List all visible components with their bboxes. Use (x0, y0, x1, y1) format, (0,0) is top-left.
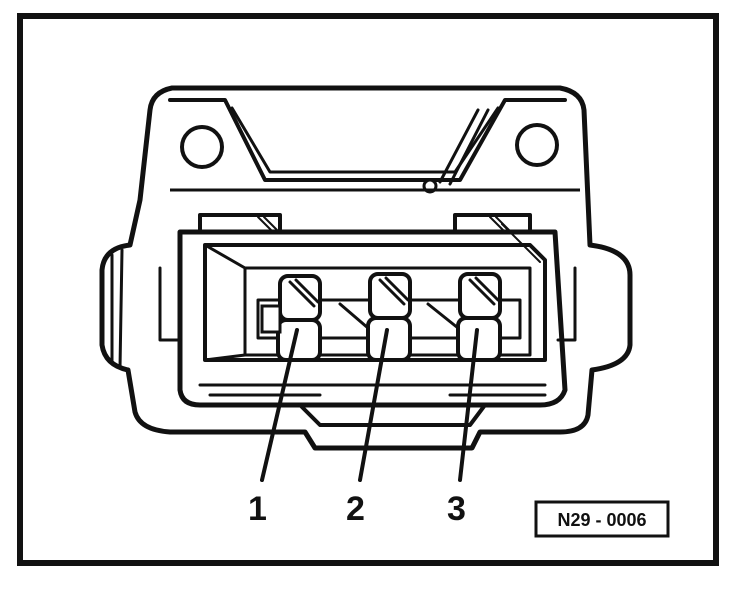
inner-cavity-step (158, 266, 577, 342)
reference-code: N29 - 0006 (557, 510, 646, 530)
connector-housing (99, 85, 633, 451)
housing-lower-notch (298, 403, 487, 427)
leader-line-1 (260, 328, 299, 482)
plug-insert-shadow (203, 243, 247, 362)
pin-label-2: 2 (346, 490, 365, 528)
mounting-hole-right (515, 123, 559, 167)
clip-right-hatch (489, 216, 541, 263)
plug-insert (203, 243, 547, 362)
plug-insert-face (243, 266, 532, 357)
pin-2 (338, 272, 412, 362)
figure-frame (17, 13, 719, 566)
pin-slot-bar (256, 298, 522, 340)
leader-line-3 (458, 328, 479, 482)
inner-cavity (177, 229, 568, 408)
leader-line-2 (358, 328, 389, 482)
clip-left (198, 213, 282, 234)
pin-1 (260, 274, 322, 362)
pin-label-3: 3 (447, 490, 466, 528)
pin-3 (426, 272, 502, 362)
reference-code-box (534, 500, 670, 538)
clip-left-hatch (257, 216, 279, 232)
latch-ramp (438, 108, 490, 186)
housing-left-edge (110, 248, 124, 370)
latch-bridge (168, 98, 567, 182)
cavity-bottom-rail (198, 383, 547, 397)
clip-right (453, 213, 532, 234)
pin-label-1: 1 (248, 490, 267, 528)
latch-bridge-inner (230, 106, 500, 174)
mounting-hole-left (180, 125, 224, 169)
